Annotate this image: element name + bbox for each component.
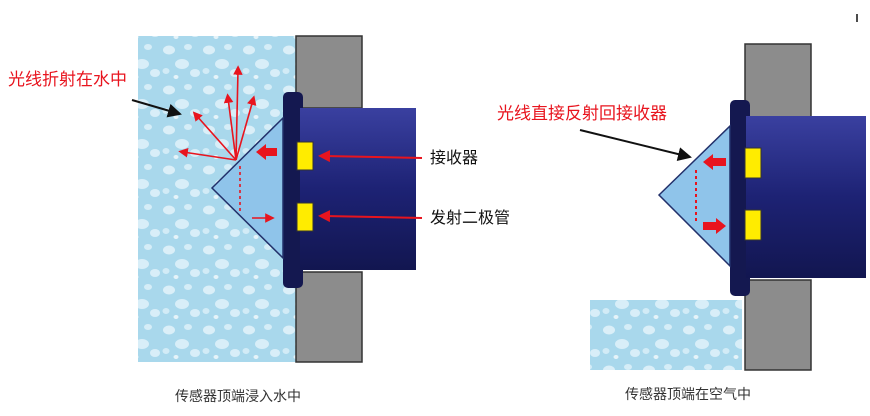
right-receiver-arrow xyxy=(703,154,726,170)
right-receiver-window xyxy=(744,147,762,179)
left-caption: 传感器顶端浸入水中 xyxy=(175,389,301,405)
receiver-pointer xyxy=(318,150,423,163)
right-emitter-arrow xyxy=(703,218,726,234)
right-caption: 传感器顶端在空气中 xyxy=(625,387,751,403)
right-emitter-window xyxy=(744,209,762,241)
right-water xyxy=(590,300,742,370)
receiver-label: 接收器 xyxy=(430,148,479,167)
emitter-pointer xyxy=(318,210,423,223)
left-refracted-rays xyxy=(178,65,257,161)
left-emitter-window xyxy=(296,202,314,232)
left-receiver-arrow xyxy=(256,144,277,160)
left-wall-top xyxy=(295,35,363,109)
left-receiver-window xyxy=(296,141,314,171)
left-sensor-flange xyxy=(283,92,303,288)
left-scene xyxy=(131,35,423,363)
left-wall-bottom xyxy=(295,271,363,363)
right-annotation: 光线直接反射回接收器 xyxy=(497,104,667,124)
right-annotation-pointer xyxy=(579,129,692,161)
right-sensor-body xyxy=(746,116,866,278)
right-scene xyxy=(579,43,866,371)
left-sensor-body xyxy=(300,108,416,270)
left-emitted-ray xyxy=(239,166,275,223)
left-annotation-pointer xyxy=(131,99,182,118)
right-wall-top xyxy=(744,43,812,119)
emitter-label: 发射二极管 xyxy=(430,208,511,227)
left-annotation: 光线折射在水中 xyxy=(8,70,127,90)
right-prism-tip xyxy=(657,124,731,268)
right-wall-bottom xyxy=(744,279,812,371)
